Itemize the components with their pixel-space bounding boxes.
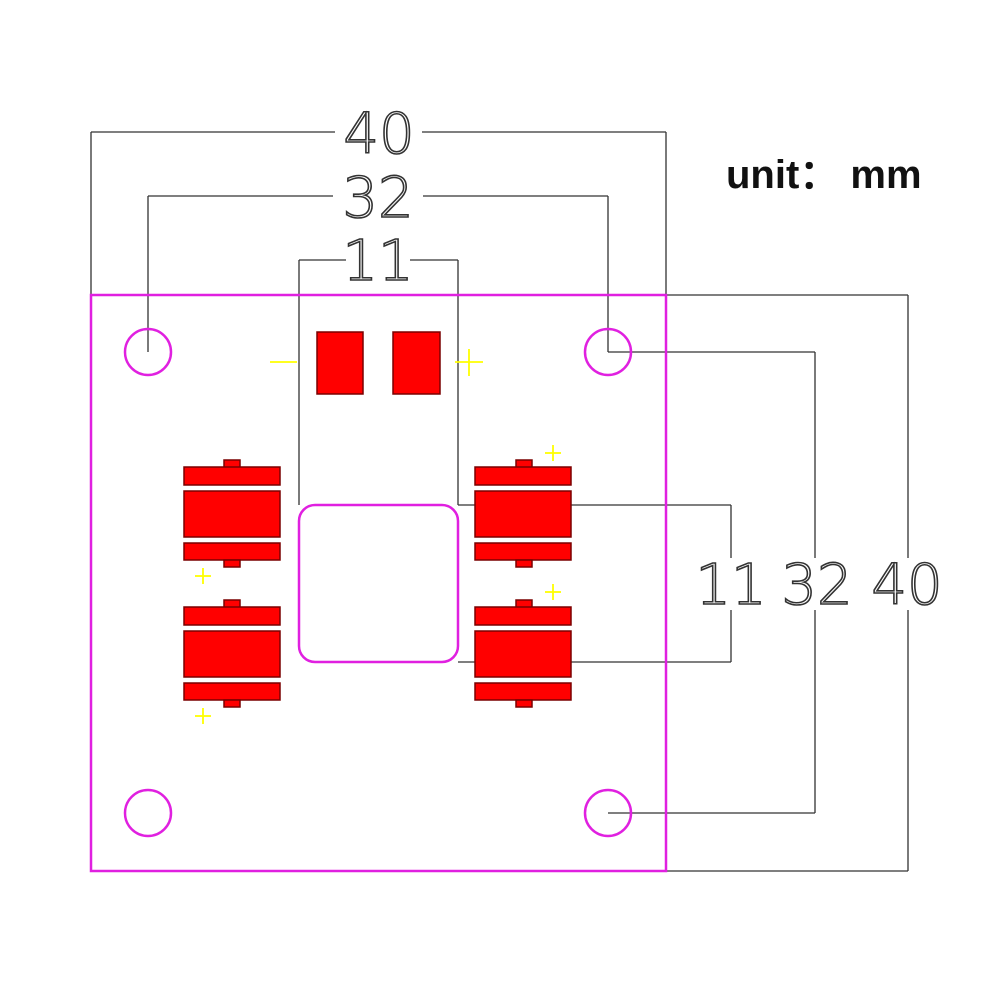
board-outline: [89, 293, 668, 873]
dimension-label-top-center: 11: [342, 229, 413, 294]
mounting-hole-top-right: [583, 327, 633, 377]
smd-pad-group-top-left: [183, 459, 281, 568]
mounting-hole-bottom-left: [123, 788, 173, 838]
dimension-label-top-holes: 32: [342, 166, 413, 231]
plus-mark-wire: [455, 349, 483, 376]
wire-pad-positive: [392, 331, 441, 395]
silkscreen-marks: [195, 349, 561, 724]
unit-label: unit： mm: [726, 153, 922, 197]
mounting-hole-bottom-right: [583, 788, 633, 838]
dimension-label-right-center: 11: [695, 553, 766, 618]
led-center-pad: [297, 503, 460, 664]
plus-mark-mid-right: [545, 584, 561, 600]
plus-mark-mid-left: [195, 568, 211, 584]
smd-pad-group-bottom-left: [183, 599, 281, 708]
plus-mark-top-right: [545, 445, 561, 461]
smd-pad-group-top-right: [474, 459, 572, 568]
dimension-label-right-holes: 32: [781, 553, 852, 618]
plus-mark-bottom-left: [195, 708, 211, 724]
smd-pad-group-bottom-right: [474, 599, 572, 708]
wire-pad-negative: [316, 331, 364, 395]
wire-pads: [316, 331, 441, 395]
dimension-label-right-outer: 40: [871, 553, 942, 618]
dimension-lines-top: [90, 131, 667, 505]
mounting-hole-top-left: [123, 327, 173, 377]
dimension-label-top-outer: 40: [343, 102, 414, 167]
mounting-holes: [123, 327, 633, 838]
